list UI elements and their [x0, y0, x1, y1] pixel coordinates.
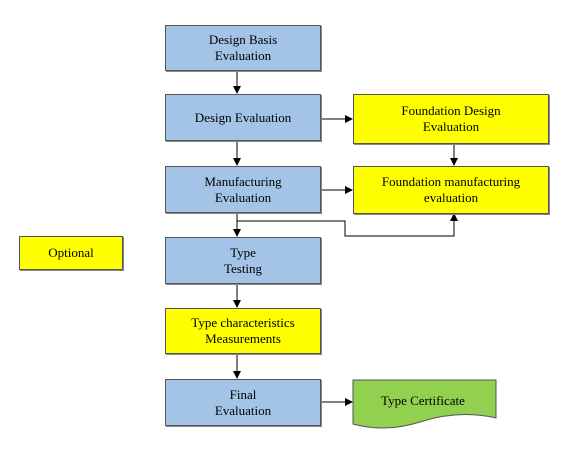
type-testing-box: Type Testing: [165, 237, 321, 284]
foundation-design-label: Foundation Design Evaluation: [401, 103, 501, 134]
type-testing-label: Type Testing: [223, 244, 263, 276]
design-basis-label: Design Basis Evaluation: [208, 32, 278, 63]
design-evaluation-label: Design Evaluation: [194, 109, 292, 125]
optional-legend-box: Optional: [19, 236, 123, 270]
optional-legend-label: Optional: [48, 245, 94, 260]
manufacturing-box: Manufacturing Evaluation: [165, 166, 321, 213]
design-evaluation-box: Design Evaluation: [165, 94, 321, 141]
design-basis-box: Design Basis Evaluation: [165, 25, 321, 71]
foundation-manufacturing-box: Foundation manufacturing evaluation: [353, 166, 549, 214]
manufacturing-label: Manufacturing Evaluation: [204, 173, 282, 205]
foundation-manufacturing-label: Foundation manufacturing evaluation: [381, 174, 521, 205]
foundation-design-box: Foundation Design Evaluation: [353, 94, 549, 144]
type-certificate-label: Type Certificate: [381, 393, 465, 408]
arrow-loop-to-foundation-manufacturing: [237, 213, 458, 237]
final-evaluation-box: Final Evaluation: [165, 379, 321, 426]
type-characteristics-box: Type characteristics Measurements: [165, 308, 321, 354]
final-evaluation-label: Final Evaluation: [214, 386, 272, 418]
type-characteristics-label: Type characteristics Measurements: [191, 315, 295, 346]
